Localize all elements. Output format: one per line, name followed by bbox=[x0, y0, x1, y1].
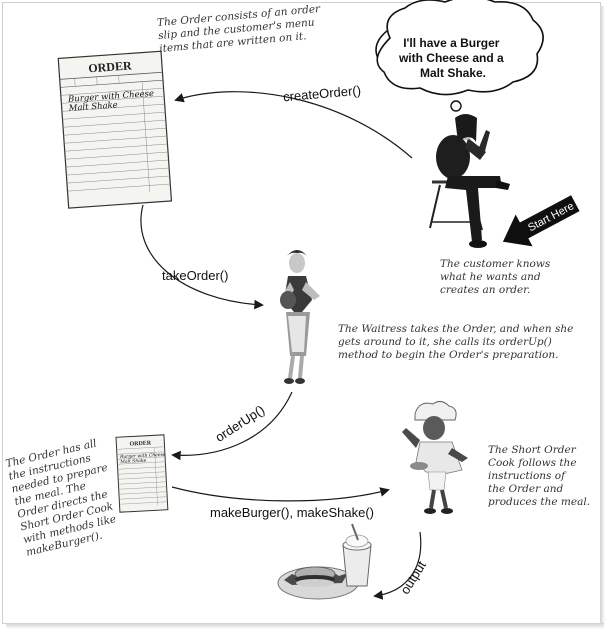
meal-image bbox=[277, 523, 372, 600]
small-slip-header: ORDER bbox=[129, 440, 152, 447]
frame-shadow-right bbox=[600, 6, 605, 624]
order-slip-line2: Malt Shake bbox=[67, 100, 118, 113]
waitress-figure bbox=[280, 250, 320, 384]
cook-figure bbox=[402, 400, 468, 514]
arrow-make-burger-shake bbox=[171, 486, 390, 502]
method-make-burger-shake: makeBurger(), makeShake() bbox=[210, 505, 374, 520]
note-customer: The customer knows what he wants and cre… bbox=[440, 258, 551, 296]
note-waitress: The Waitress takes the Order, and when s… bbox=[338, 323, 574, 361]
small-slip-line2: Malt Shake bbox=[119, 458, 147, 465]
note-cook: The Short Order Cook follows the instruc… bbox=[488, 444, 591, 508]
customer-figure bbox=[429, 114, 510, 248]
small-order-slip: ORDER Burger with Cheese Malt Shake bbox=[115, 434, 169, 513]
method-take-order: takeOrder() bbox=[162, 268, 229, 283]
small-slip-line1: Burger with Cheese bbox=[119, 452, 166, 460]
speech-bubble: I'll have a Burger with Cheese and a Mal… bbox=[375, 0, 544, 126]
arrow-order-up bbox=[171, 391, 293, 461]
order-slip-header: ORDER bbox=[88, 58, 133, 75]
speech-bubble-text: I'll have a Burger with Cheese and a Mal… bbox=[398, 36, 507, 80]
arrow-create-order bbox=[174, 91, 413, 159]
start-here-arrow: Start Here bbox=[502, 195, 580, 247]
frame-shadow-bottom bbox=[6, 623, 604, 629]
order-slip: ORDER Burger with Cheese Malt Shake bbox=[57, 50, 173, 209]
arrow-output bbox=[373, 531, 422, 600]
arrow-take-order bbox=[140, 204, 264, 310]
